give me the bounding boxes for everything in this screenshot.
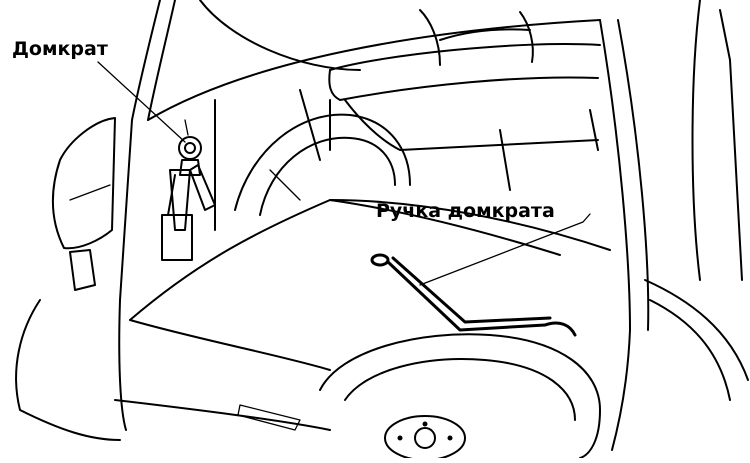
spare-wheel-well [319,333,601,461]
wheel-arch [214,89,411,231]
trunk-frame [118,0,749,451]
trunk-floor [114,199,611,431]
handle-leader-line [419,213,591,286]
jack-leader-line [97,61,186,143]
rear-seat [328,9,601,191]
jack-handle-label: Ручка домкрата [376,200,555,222]
jack-drawing [161,119,216,261]
jack-label: Домкрат [12,38,108,60]
left-tail-light [15,117,121,441]
jack-handle-drawing [370,253,577,337]
